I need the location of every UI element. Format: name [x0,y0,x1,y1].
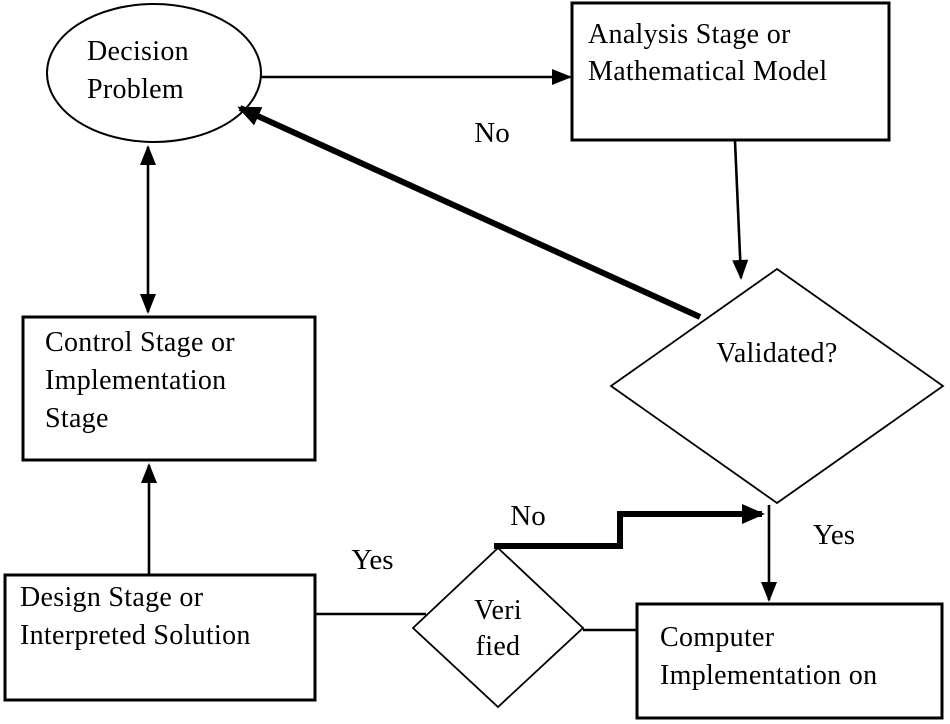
arrow-analysis-to-validated [732,140,749,280]
verified-no-label: No [510,500,546,532]
verified-label: Veri fied [474,595,522,662]
control-stage-box [21,315,317,462]
analysis-stage-label: Analysis Stage or Mathematical Model [588,19,828,87]
computer-implementation-label: Computer Implementation on [660,622,878,691]
design-stage-box [3,573,317,702]
verified-yes-label: Yes [351,544,394,576]
analysis-stage-box [570,1,891,142]
decision-problem-label: Decision Problem [87,36,189,105]
validated-yes-label: Yes [812,519,856,551]
validated-label: Validated? [716,338,838,369]
design-stage-label: Design Stage or Interpreted Solution [20,582,251,651]
control-stage-label: Control Stage or Implementation Stage [45,327,235,434]
computer-implementation-box [635,602,944,720]
arrow-verified-no-elbow [494,504,765,549]
verified-diamond [411,546,585,709]
validated-no-label: No [474,117,510,149]
arrow-validated-no-to-decision [237,105,702,320]
decision-problem-ellipse [46,3,262,143]
validated-diamond [609,267,945,505]
